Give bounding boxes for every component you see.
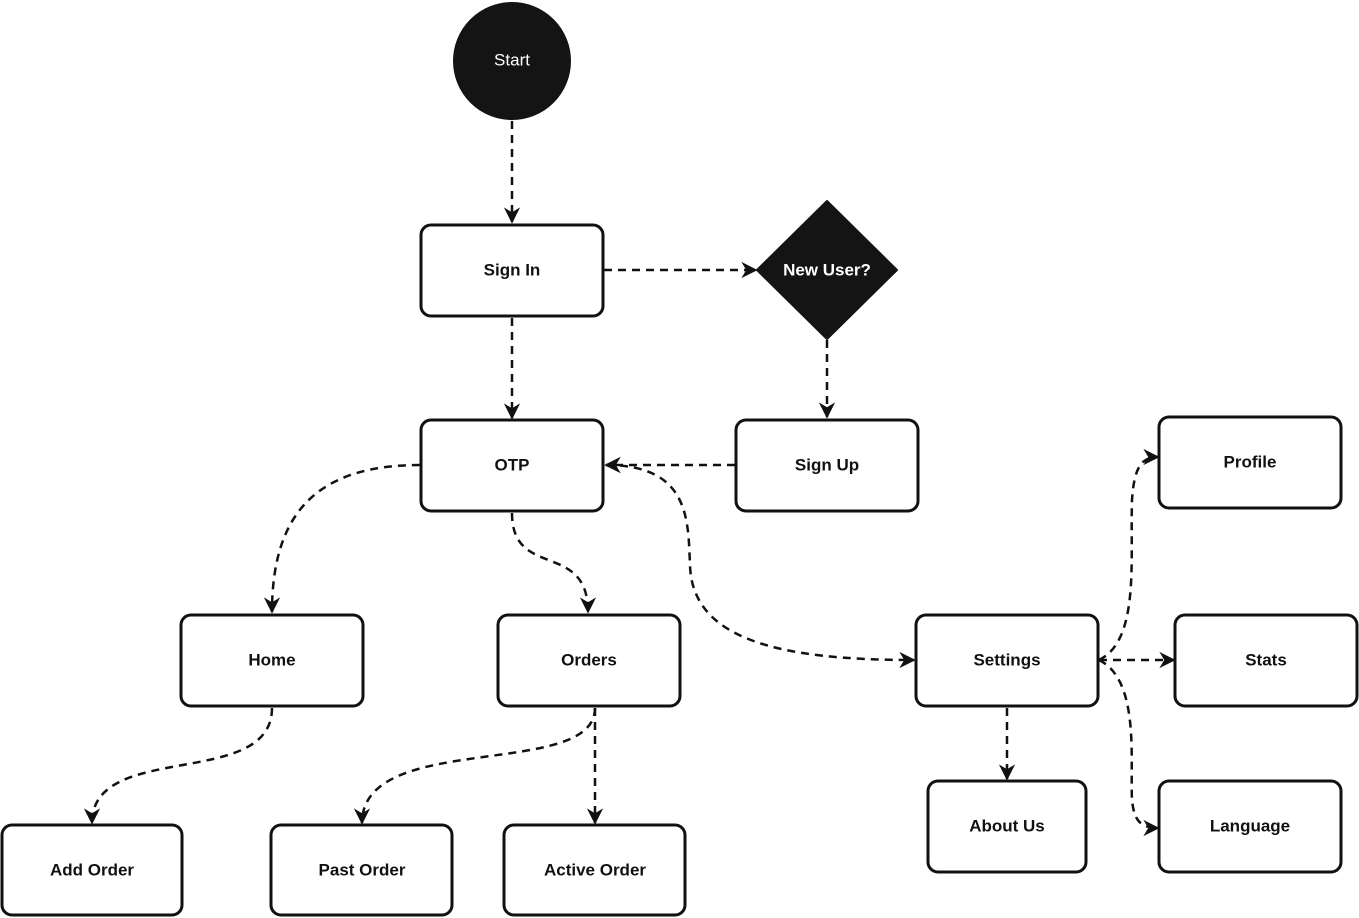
node-sign-up[interactable]: Sign Up [734,418,920,513]
edge-orders-pastorder [353,707,597,825]
node-add-order-label: Add Order [50,860,134,879]
node-active-order[interactable]: Active Order [502,823,687,917]
node-orders-label: Orders [561,650,617,669]
edge-otp-orders [510,512,597,614]
node-about-us[interactable]: About Us [926,779,1088,874]
node-language-label: Language [1210,816,1290,835]
node-otp[interactable]: OTP [419,418,605,513]
edge-settings-profile [1098,448,1160,662]
edges [83,121,1176,837]
node-new-user-decision[interactable]: New User? [756,200,898,340]
edge-settings-language [1098,658,1160,837]
node-home-label: Home [248,650,295,669]
node-profile-label: Profile [1224,452,1277,471]
node-start[interactable]: Start [453,2,571,120]
edge-otp-home [263,463,421,614]
node-new-user-label: New User? [783,260,871,279]
node-about-us-label: About Us [969,816,1045,835]
node-add-order[interactable]: Add Order [0,823,184,917]
node-stats[interactable]: Stats [1173,613,1359,708]
edge-home-addorder [83,707,274,825]
node-profile[interactable]: Profile [1157,415,1343,510]
node-sign-in-label: Sign In [484,260,541,279]
node-settings-label: Settings [973,650,1040,669]
node-sign-in[interactable]: Sign In [419,223,605,318]
node-otp-label: OTP [495,455,530,474]
node-home[interactable]: Home [179,613,365,708]
node-language[interactable]: Language [1157,779,1343,874]
node-past-order[interactable]: Past Order [269,823,454,917]
node-orders[interactable]: Orders [496,613,682,708]
node-past-order-label: Past Order [319,860,406,879]
node-start-label: Start [494,50,530,69]
node-sign-up-label: Sign Up [795,455,859,474]
node-active-order-label: Active Order [544,860,646,879]
node-stats-label: Stats [1245,650,1287,669]
node-settings[interactable]: Settings [914,613,1100,708]
